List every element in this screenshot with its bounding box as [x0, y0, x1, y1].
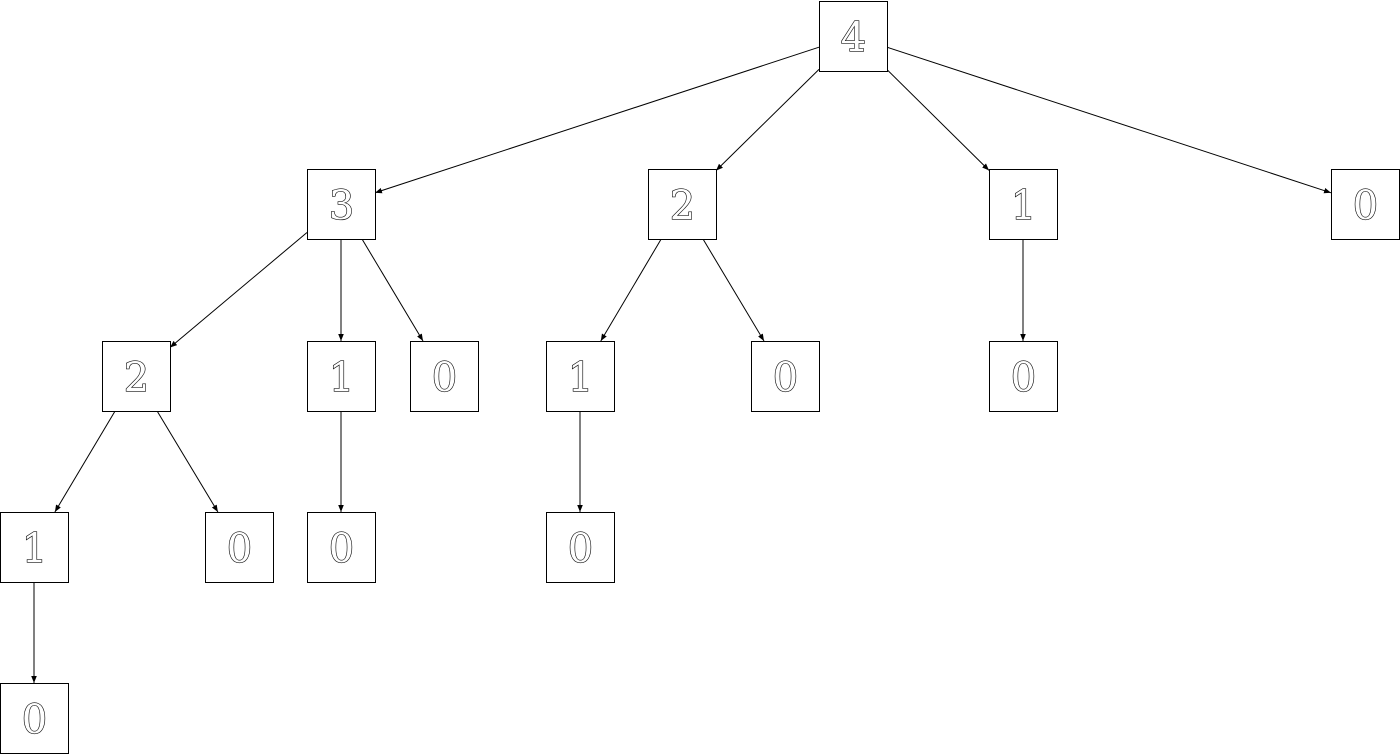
- node-label: 0: [1353, 183, 1378, 229]
- tree-node-n12: 0: [205, 512, 274, 583]
- node-label: 1: [22, 526, 47, 572]
- node-box: [648, 169, 717, 240]
- node-box: [307, 169, 376, 240]
- node-box: [546, 341, 615, 412]
- node-box: [546, 512, 615, 583]
- edges-layer: [31, 46, 1332, 683]
- tree-node-n3: 1: [989, 169, 1058, 240]
- node-box: [307, 512, 376, 583]
- node-label: 0: [568, 526, 593, 572]
- edge-n2-to-n9: [702, 238, 765, 342]
- edge-n0-to-n4: [886, 46, 1332, 194]
- tree-node-n7: 0: [410, 341, 479, 412]
- node-box: [989, 169, 1058, 240]
- node-box: [819, 1, 888, 72]
- node-label: 0: [432, 355, 457, 401]
- node-box: [410, 341, 479, 412]
- tree-node-n1: 3: [307, 169, 376, 240]
- edge-n1-to-n7: [361, 238, 424, 342]
- tree-node-n11: 1: [0, 512, 69, 583]
- node-box: [0, 683, 69, 754]
- node-box: [307, 341, 376, 412]
- tree-node-n4: 0: [1331, 169, 1400, 240]
- edge-n2-to-n8: [600, 238, 662, 342]
- node-box: [1331, 169, 1400, 240]
- node-box: [102, 341, 171, 412]
- edge-n0-to-n1: [374, 46, 820, 194]
- tree-node-n10: 0: [989, 341, 1058, 412]
- edge-n5-to-n11: [54, 410, 116, 513]
- tree-node-n13: 0: [307, 512, 376, 583]
- node-label: 2: [124, 355, 149, 401]
- node-label: 1: [568, 355, 593, 401]
- tree-node-n2: 2: [648, 169, 717, 240]
- node-label: 4: [841, 15, 866, 61]
- edge-n5-to-n12: [156, 410, 219, 513]
- node-label: 0: [773, 355, 798, 401]
- tree-node-n15: 0: [0, 683, 69, 754]
- tree-node-n0: 4: [819, 1, 888, 72]
- node-box: [0, 512, 69, 583]
- node-label: 2: [670, 183, 695, 229]
- node-box: [751, 341, 820, 412]
- node-label: 1: [1011, 183, 1036, 229]
- node-label: 0: [1011, 355, 1036, 401]
- node-label: 1: [329, 355, 354, 401]
- node-label: 0: [227, 526, 252, 572]
- node-label: 0: [329, 526, 354, 572]
- node-label: 3: [329, 183, 354, 229]
- tree-node-n14: 0: [546, 512, 615, 583]
- edge-n0-to-n3: [886, 69, 990, 171]
- tree-node-n6: 1: [307, 341, 376, 412]
- tree-node-n9: 0: [751, 341, 820, 412]
- tree-node-n8: 1: [546, 341, 615, 412]
- node-box: [989, 341, 1058, 412]
- edge-n1-to-n5: [169, 232, 308, 348]
- tree-node-n5: 2: [102, 341, 171, 412]
- edge-n0-to-n2: [715, 69, 820, 171]
- node-box: [205, 512, 274, 583]
- node-label: 0: [22, 697, 47, 743]
